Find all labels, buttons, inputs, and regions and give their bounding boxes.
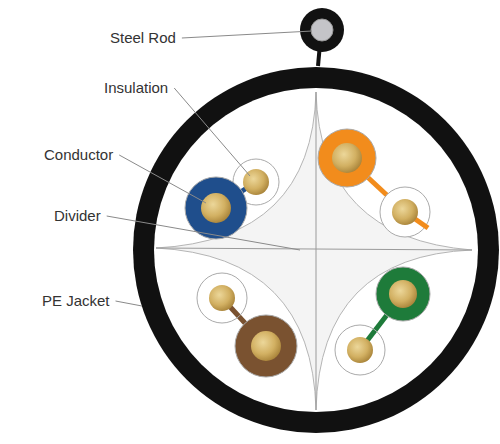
conductor	[392, 199, 418, 225]
part-label: Insulation	[102, 79, 170, 97]
conductor	[201, 193, 231, 223]
divider-line	[316, 92, 317, 410]
rod-sheath	[300, 8, 344, 52]
conductor	[251, 331, 281, 361]
leader-line	[182, 31, 312, 38]
insulation	[380, 187, 430, 237]
conductor	[347, 337, 373, 363]
insulation	[318, 129, 376, 187]
divider	[156, 92, 472, 410]
insulation	[197, 273, 247, 323]
insulation	[185, 177, 247, 239]
pe-jacket	[133, 67, 499, 433]
insulation	[335, 325, 385, 375]
leader-line	[119, 155, 206, 203]
insulation	[376, 267, 430, 321]
insulation	[235, 315, 297, 377]
leader-line	[174, 88, 250, 176]
part-label: Divider	[52, 207, 103, 225]
divider-line	[156, 248, 472, 250]
leader-line	[107, 216, 300, 250]
conductor	[209, 285, 235, 311]
cable-core	[154, 88, 478, 412]
conductor	[332, 143, 362, 173]
part-label: Conductor	[42, 146, 115, 164]
part-label: PE Jacket	[40, 292, 112, 310]
part-label: Steel Rod	[108, 29, 178, 47]
steel-rod	[311, 19, 333, 41]
conductor	[389, 280, 417, 308]
leader-line	[116, 301, 142, 306]
